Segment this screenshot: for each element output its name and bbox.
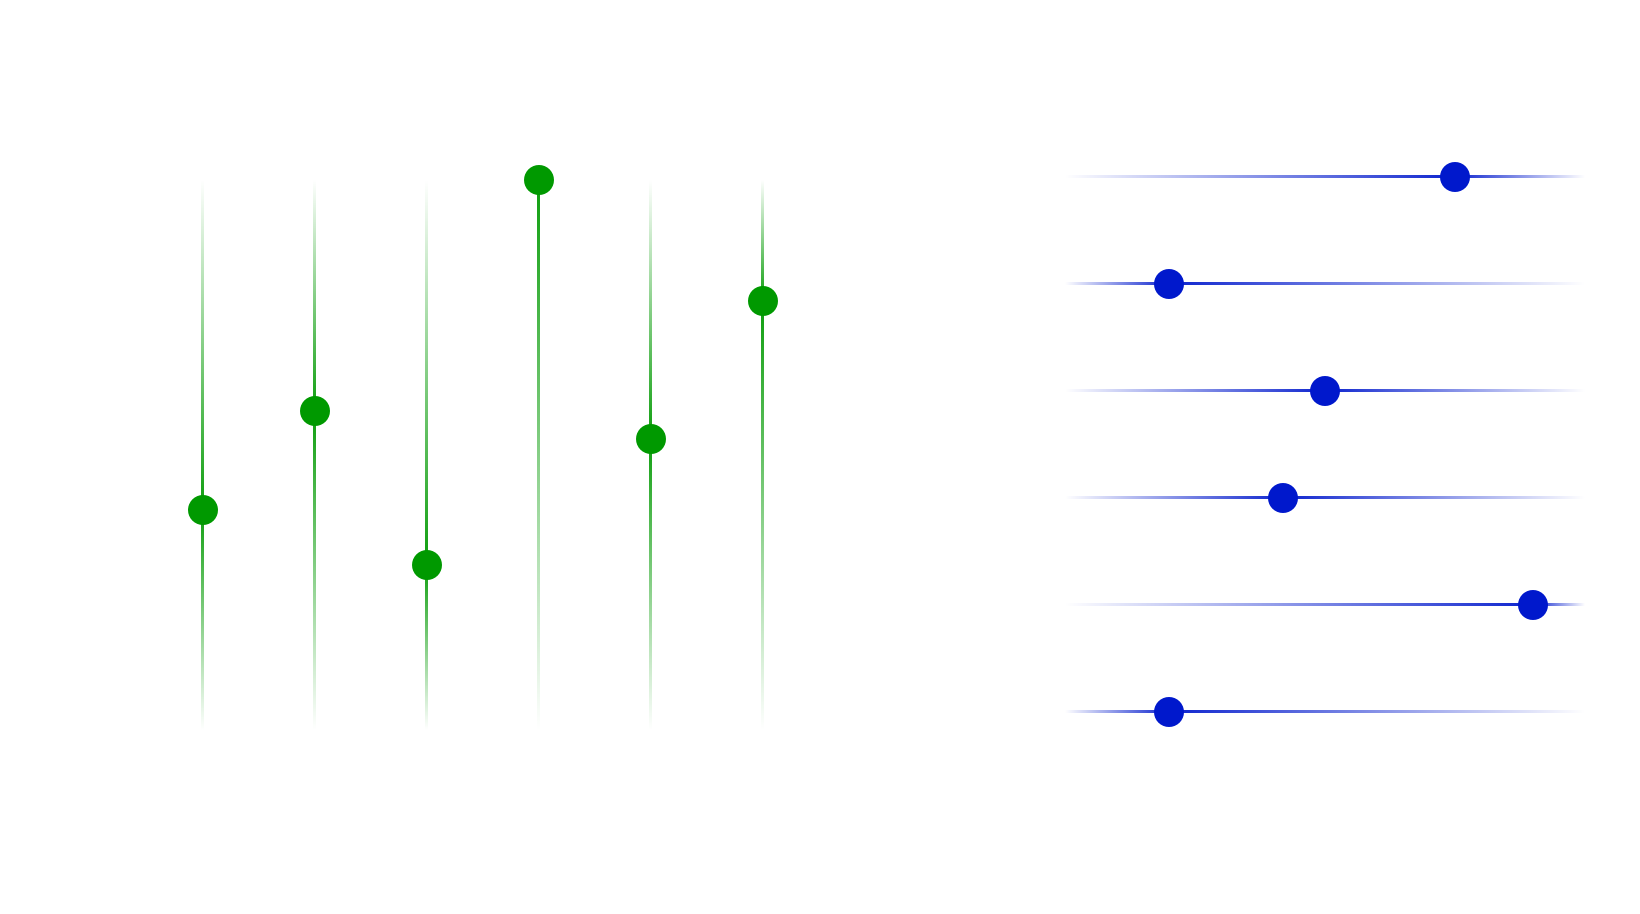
slider-thumb[interactable] xyxy=(636,423,666,454)
slider-thumb[interactable] xyxy=(300,396,330,426)
horizontal-slider-3[interactable] xyxy=(1065,376,1585,406)
slider-track[interactable] xyxy=(761,180,764,730)
slider-track[interactable] xyxy=(313,180,316,730)
slider-thumb[interactable] xyxy=(524,165,554,195)
horizontal-slider-6[interactable] xyxy=(1065,697,1585,727)
slider-track[interactable] xyxy=(425,180,428,730)
slider-track[interactable] xyxy=(1065,710,1585,713)
vertical-slider-1[interactable] xyxy=(188,180,218,730)
slider-thumb[interactable] xyxy=(412,550,442,580)
slider-track[interactable] xyxy=(537,180,540,730)
slider-thumb[interactable] xyxy=(1154,697,1184,727)
slider-track[interactable] xyxy=(1065,175,1585,178)
vertical-slider-4[interactable] xyxy=(524,165,554,730)
slider-thumb[interactable] xyxy=(1154,269,1184,299)
vertical-slider-3[interactable] xyxy=(412,180,442,730)
horizontal-slider-1[interactable] xyxy=(1065,162,1585,192)
horizontal-slider-5[interactable] xyxy=(1065,590,1585,620)
slider-thumb[interactable] xyxy=(188,495,218,525)
slider-thumb[interactable] xyxy=(1518,590,1548,620)
slider-track[interactable] xyxy=(649,180,652,730)
slider-thumb[interactable] xyxy=(1268,483,1299,513)
slider-thumb[interactable] xyxy=(748,286,778,316)
vertical-slider-6[interactable] xyxy=(748,180,778,730)
vertical-slider-2[interactable] xyxy=(300,180,330,730)
vertical-slider-5[interactable] xyxy=(636,180,666,730)
slider-track[interactable] xyxy=(201,180,204,730)
slider-thumb[interactable] xyxy=(1310,376,1340,406)
slider-track[interactable] xyxy=(1065,282,1585,285)
slider-track[interactable] xyxy=(1065,496,1585,499)
slider-track[interactable] xyxy=(1065,603,1585,606)
horizontal-slider-2[interactable] xyxy=(1065,269,1585,299)
horizontal-slider-4[interactable] xyxy=(1065,483,1585,513)
slider-thumb[interactable] xyxy=(1440,162,1470,192)
